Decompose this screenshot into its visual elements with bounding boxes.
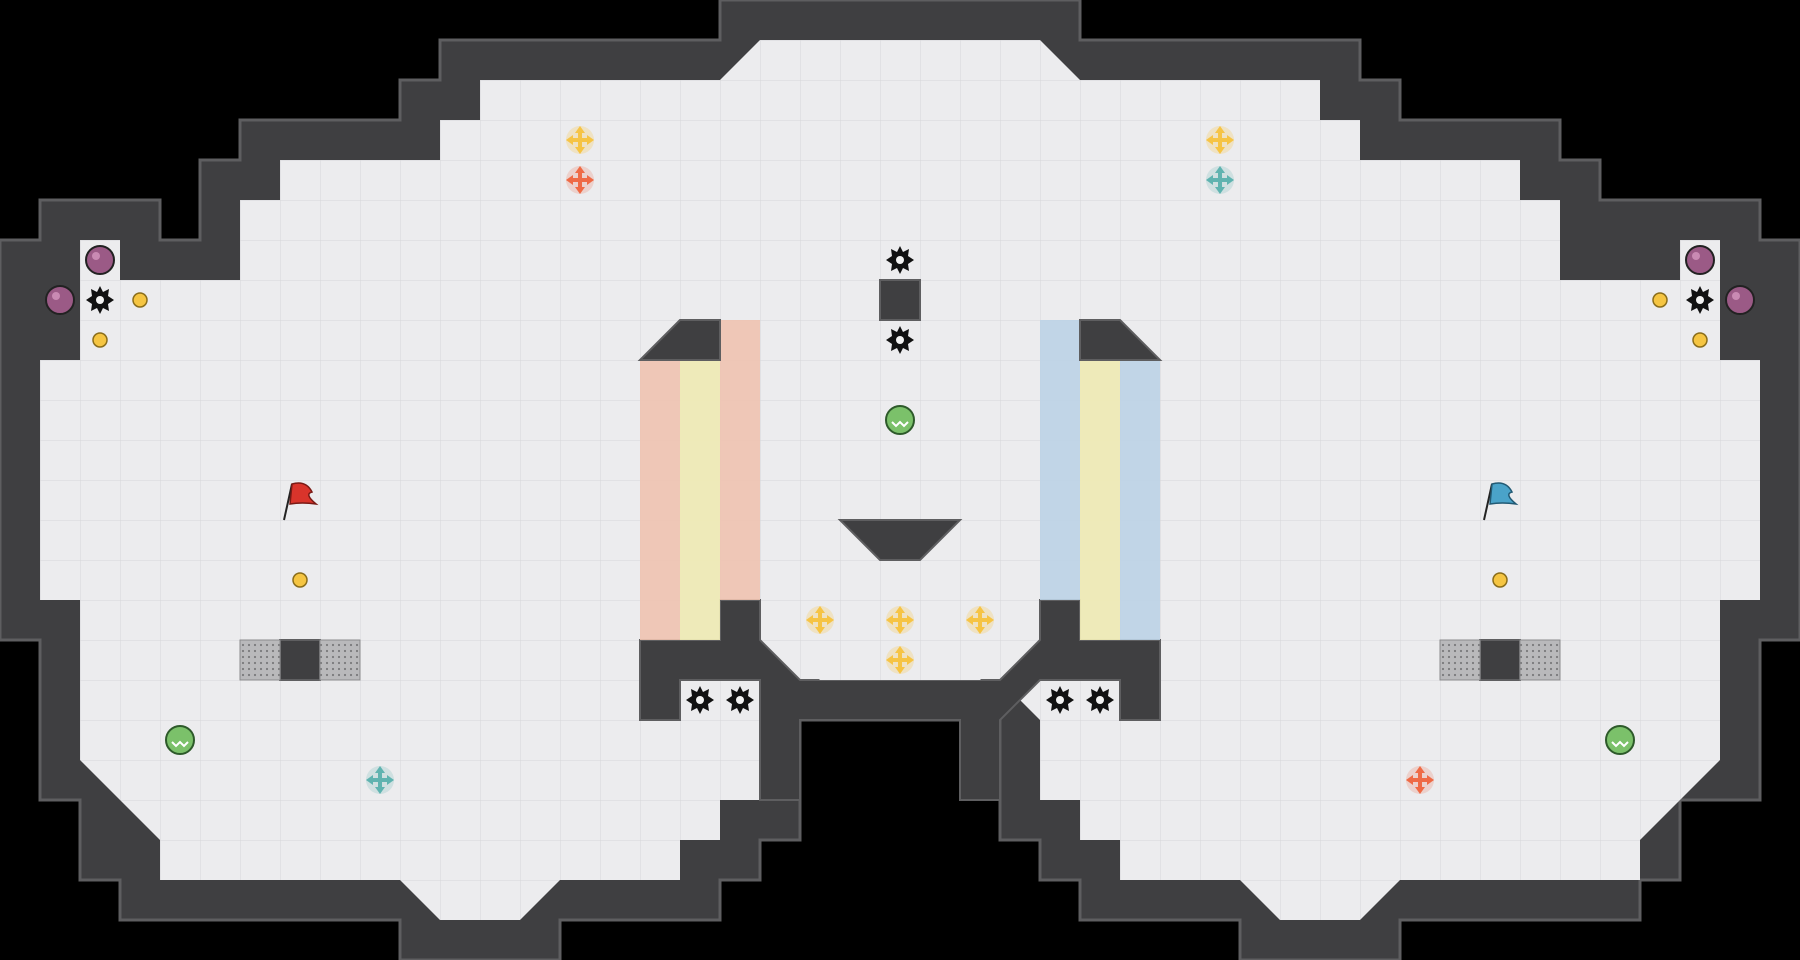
- angled-wall-left: [637, 319, 721, 361]
- powerup-icon[interactable]: [885, 405, 915, 435]
- token-icon[interactable]: [1692, 332, 1708, 348]
- spike-icon: [1046, 686, 1074, 714]
- boost-red-icon[interactable]: [566, 166, 594, 194]
- boost-yellow-icon[interactable]: [566, 126, 594, 154]
- right-block: [1479, 639, 1521, 681]
- boost-yellow-icon[interactable]: [806, 606, 834, 634]
- gate-grate: [239, 639, 281, 681]
- blue-zone: [1120, 360, 1160, 640]
- token-icon[interactable]: [92, 332, 108, 348]
- powerup-icon[interactable]: [165, 725, 195, 755]
- left-block: [279, 639, 321, 681]
- spike-icon: [686, 686, 714, 714]
- bomb-icon[interactable]: [1685, 245, 1715, 275]
- spike-icon: [886, 246, 914, 274]
- boost-yellow-icon[interactable]: [886, 646, 914, 674]
- bomb-icon[interactable]: [85, 245, 115, 275]
- gate-grate: [1519, 639, 1561, 681]
- boost-yellow-icon[interactable]: [1206, 126, 1234, 154]
- center-triangle-wall: [837, 519, 963, 561]
- token-icon[interactable]: [292, 572, 308, 588]
- neutral-zone: [680, 360, 720, 640]
- blue-flag-icon[interactable]: [1483, 482, 1519, 521]
- spike-icon: [886, 326, 914, 354]
- powerup-icon[interactable]: [1605, 725, 1635, 755]
- blue-zone: [1040, 320, 1080, 600]
- bomb-icon[interactable]: [45, 285, 75, 315]
- token-icon[interactable]: [1652, 292, 1668, 308]
- gate-grate: [1439, 639, 1481, 681]
- token-icon[interactable]: [132, 292, 148, 308]
- angled-wall-right: [1079, 319, 1163, 361]
- red-flag-icon[interactable]: [283, 482, 319, 521]
- boost-red-icon[interactable]: [1406, 766, 1434, 794]
- boost-blue-icon[interactable]: [1206, 166, 1234, 194]
- red-zone: [720, 320, 760, 600]
- center-block: [879, 279, 921, 321]
- gate-grate: [319, 639, 361, 681]
- token-icon[interactable]: [1492, 572, 1508, 588]
- center-lower-wall: [639, 599, 1161, 801]
- spike-icon: [1086, 686, 1114, 714]
- red-zone: [640, 360, 680, 640]
- neutral-zone: [1080, 360, 1120, 640]
- bomb-icon[interactable]: [1725, 285, 1755, 315]
- spike-icon: [726, 686, 754, 714]
- boost-blue-icon[interactable]: [366, 766, 394, 794]
- boost-yellow-icon[interactable]: [966, 606, 994, 634]
- arena-floor: [40, 40, 1760, 920]
- spike-icon: [1686, 286, 1714, 314]
- spike-icon: [86, 286, 114, 314]
- boost-yellow-icon[interactable]: [886, 606, 914, 634]
